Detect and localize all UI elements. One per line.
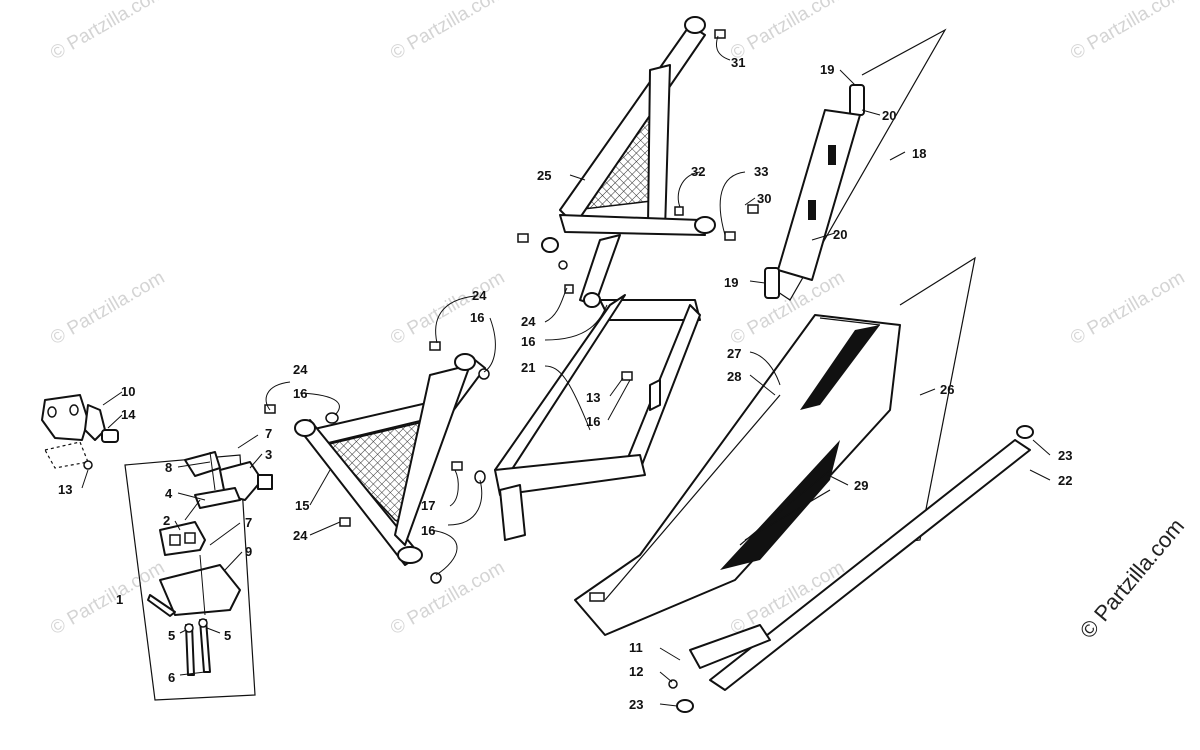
callout-1: 1: [116, 592, 123, 607]
callout-17: 17: [421, 498, 435, 513]
watermark: © Partzilla.com: [387, 267, 508, 349]
callout-27: 27: [727, 346, 741, 361]
callout-24: 24: [293, 362, 308, 377]
callout-26: 26: [940, 382, 954, 397]
callout-29: 29: [854, 478, 868, 493]
callout-13: 13: [58, 482, 72, 497]
upper-triangle-frame: [517, 16, 736, 310]
callout-16: 16: [470, 310, 484, 325]
callout-labels: 1 2 3 4 5 5 6 7 7 8 9 10 11 12 13 13 14 …: [58, 55, 1072, 712]
callout-18: 18: [912, 146, 926, 161]
callout-20: 20: [882, 108, 896, 123]
callout-24: 24: [293, 528, 308, 543]
callout-21: 21: [521, 360, 535, 375]
callout-23: 23: [1058, 448, 1072, 463]
callout-28: 28: [727, 369, 741, 384]
callout-24: 24: [472, 288, 487, 303]
callout-8: 8: [165, 460, 172, 475]
callout-4: 4: [165, 486, 173, 501]
callout-5: 5: [224, 628, 231, 643]
hinge-assembly: [747, 84, 865, 299]
watermark: © Partzilla.com: [47, 267, 168, 349]
watermark: © Partzilla.com: [1067, 0, 1188, 64]
watermark: © Partzilla.com: [387, 557, 508, 639]
callout-19: 19: [724, 275, 738, 290]
callout-33: 33: [754, 164, 768, 179]
callout-12: 12: [629, 664, 643, 679]
latch-assembly: [147, 451, 273, 676]
watermark: © Partzilla.com: [387, 0, 508, 64]
callout-3: 3: [265, 447, 272, 462]
callout-22: 22: [1058, 473, 1072, 488]
callout-7: 7: [265, 426, 272, 441]
callout-6: 6: [168, 670, 175, 685]
callout-20: 20: [833, 227, 847, 242]
callout-19: 19: [820, 62, 834, 77]
leader-lines: [81, 35, 1051, 707]
callout-16: 16: [293, 386, 307, 401]
middle-tube-frame: [451, 294, 701, 541]
callout-16: 16: [586, 414, 600, 429]
callout-15: 15: [295, 498, 309, 513]
callout-10: 10: [121, 384, 135, 399]
callout-23: 23: [629, 697, 643, 712]
mount-bracket: [41, 394, 119, 470]
callout-30: 30: [757, 191, 771, 206]
watermark-side: © Partzilla.com: [1075, 514, 1189, 644]
callout-16: 16: [521, 334, 535, 349]
callout-25: 25: [537, 168, 551, 183]
watermark: © Partzilla.com: [47, 0, 168, 64]
side-panel: [574, 314, 901, 636]
callout-5: 5: [168, 628, 175, 643]
callout-7: 7: [245, 515, 252, 530]
callout-16: 16: [421, 523, 435, 538]
callout-31: 31: [731, 55, 745, 70]
watermarks: © Partzilla.com © Partzilla.com © Partzi…: [47, 0, 1189, 643]
lower-triangle-frame: [264, 341, 490, 584]
callout-13: 13: [586, 390, 600, 405]
callout-14: 14: [121, 407, 136, 422]
callout-11: 11: [629, 640, 643, 655]
callout-9: 9: [245, 544, 252, 559]
watermark: © Partzilla.com: [1067, 267, 1188, 349]
callout-2: 2: [163, 513, 170, 528]
callout-24: 24: [521, 314, 536, 329]
callout-32: 32: [691, 164, 705, 179]
